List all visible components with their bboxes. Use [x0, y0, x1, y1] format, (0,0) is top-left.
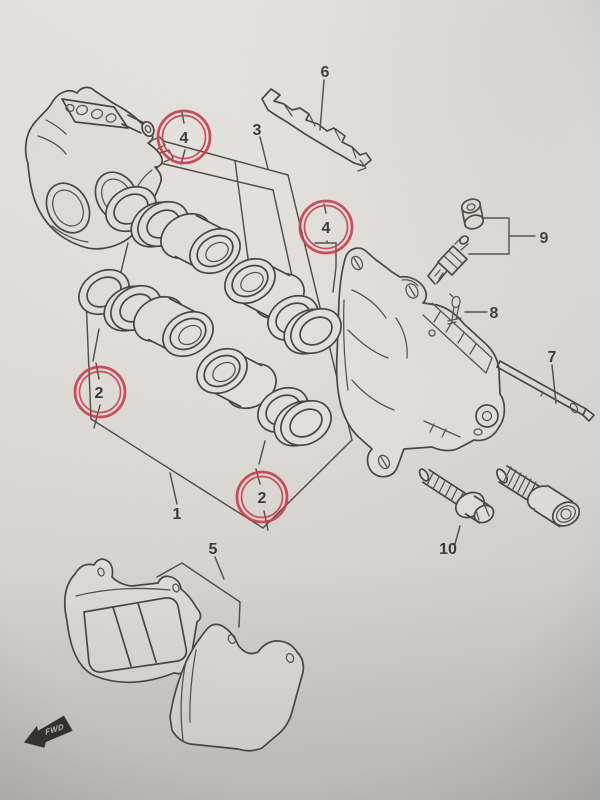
photo-bottom-shade	[0, 0, 600, 800]
diagram-canvas: 1 2 2 3 4 4 5 6 7 8 9 10 FWD	[0, 0, 600, 800]
parts-diagram-photo: 1 2 2 3 4 4 5 6 7 8 9 10 FWD	[0, 0, 600, 800]
